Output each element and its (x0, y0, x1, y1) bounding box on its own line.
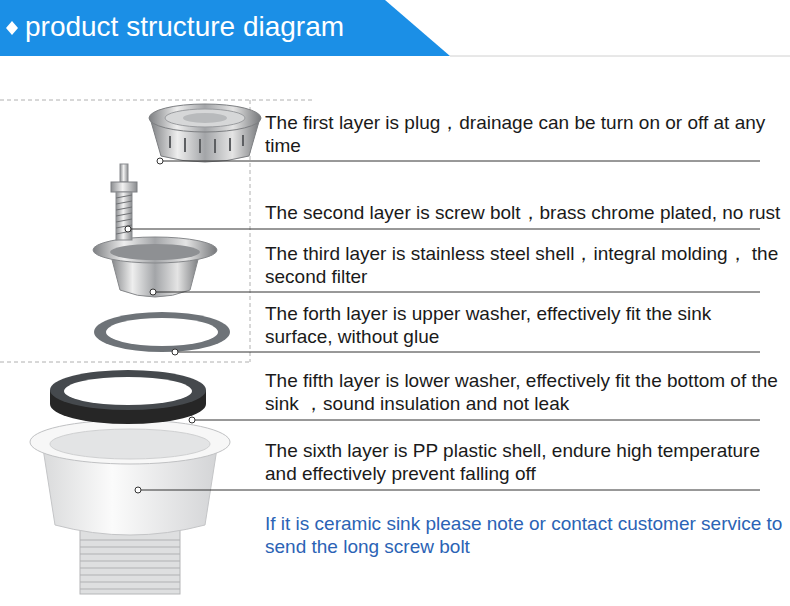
title-bullet (6, 21, 18, 35)
upper-washer (94, 312, 230, 352)
steel-shell (93, 237, 217, 297)
layer-description: The first layer is plug，drainage can be … (265, 111, 783, 157)
note-text: If it is ceramic sink please note or con… (265, 512, 783, 558)
leader-dots (125, 158, 195, 493)
pp-shell (30, 420, 230, 594)
title-banner (0, 0, 450, 56)
plug (149, 104, 261, 162)
banner-title: product structure diagram (25, 10, 344, 44)
layer-description: The forth layer is upper washer, effecti… (265, 302, 783, 348)
banner-rule (450, 56, 790, 57)
layer-description: The second layer is screw bolt，brass chr… (265, 201, 783, 224)
lower-washer (50, 370, 206, 424)
layer-description: The third layer is stainless steel shell… (265, 242, 783, 288)
layer-description: The sixth layer is PP plastic shell, end… (265, 439, 783, 485)
layer-description: The fifth layer is lower washer, effecti… (265, 369, 783, 415)
